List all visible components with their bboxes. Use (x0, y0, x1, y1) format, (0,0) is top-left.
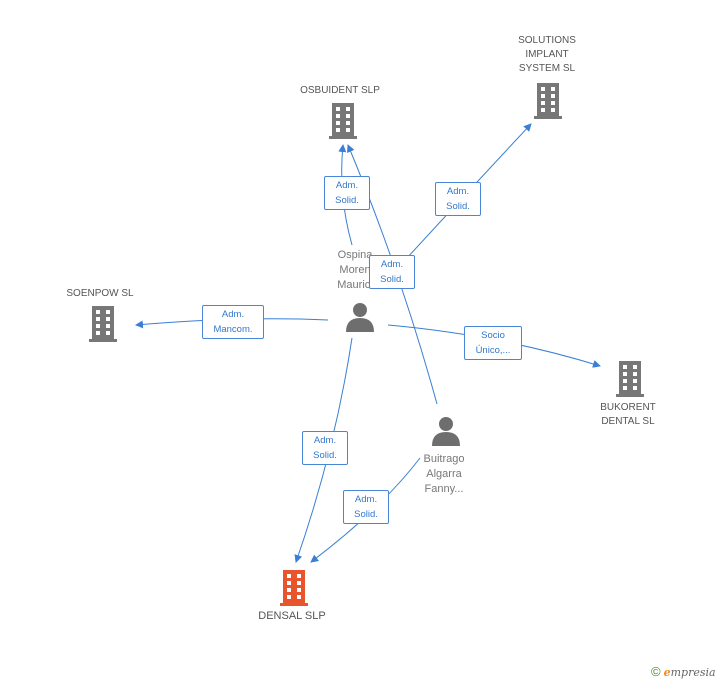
brand-logo: empresia (663, 666, 716, 679)
company-name-solutions[interactable]: SOLUTIONS IMPLANT SYSTEM SL (497, 34, 597, 76)
relation-label-line: Adm. (335, 180, 359, 191)
company-name-densal[interactable]: DENSAL SLP (258, 610, 326, 622)
relation-label-line: Mancom. (213, 324, 253, 335)
relation-label-line: Solid. (335, 195, 359, 206)
person-name-line: Algarra (426, 468, 462, 480)
person-name-ospina[interactable]: Ospina Moren Maurici (310, 248, 400, 293)
person-name-line: Buitrago (423, 453, 465, 465)
relation-label-line: Solid. (354, 509, 378, 520)
copyright-icon: © (651, 664, 661, 679)
footer-brand[interactable]: ©empresia (651, 664, 716, 679)
person-name-line: Moren (339, 264, 371, 276)
person-name-buitrago[interactable]: Buitrago Algarra Fanny... (399, 452, 489, 497)
building-icon[interactable] (615, 361, 645, 397)
relation-label-line: Solid. (380, 274, 404, 285)
company-name-line: SYSTEM SL (518, 63, 576, 74)
building-icon[interactable] (328, 103, 358, 139)
person-icon[interactable] (431, 416, 461, 446)
relation-label-ospina-bukorent[interactable]: Socio Único,... (464, 326, 522, 360)
company-name-bukorent[interactable]: BUKORENT DENTAL SL (578, 401, 678, 429)
relation-label-line: Adm. (380, 259, 404, 270)
relation-label-line: Adm. (446, 186, 470, 197)
relation-label-line: Adm. (313, 435, 337, 446)
relation-label-ospina-solutions[interactable]: Adm. Solid. (435, 182, 481, 216)
person-name-line: Ospina (337, 249, 373, 261)
person-name-line: Fanny... (424, 483, 464, 495)
building-icon-highlighted[interactable] (279, 570, 309, 606)
company-name-line: SOLUTIONS (518, 35, 576, 46)
relation-label-line: Único,... (475, 345, 511, 356)
relation-label-line: Solid. (313, 450, 337, 461)
company-name-line: IMPLANT (525, 49, 569, 60)
building-icon[interactable] (88, 306, 118, 342)
relation-label-line: Adm. (221, 309, 245, 320)
company-name-soenpow[interactable]: SOENPOW SL (66, 288, 134, 299)
person-name-line: Maurici (337, 279, 373, 291)
building-icon[interactable] (533, 83, 563, 119)
relation-label-line: Socio (481, 330, 505, 341)
relation-label-buitrago-osbuident[interactable]: Adm. Solid. (369, 255, 415, 289)
relation-label-ospina-osbuident[interactable]: Adm. Solid. (324, 176, 370, 210)
company-name-osbuident[interactable]: OSBUIDENT SLP (300, 85, 380, 96)
relation-label-ospina-soenpow[interactable]: Adm. Mancom. (202, 305, 264, 339)
person-icon[interactable] (345, 302, 375, 332)
company-name-line: DENTAL SL (601, 416, 655, 427)
relation-label-line: Adm. (354, 494, 378, 505)
company-name-line: BUKORENT (600, 402, 656, 413)
relation-label-line: Solid. (446, 201, 470, 212)
relation-label-ospina-densal[interactable]: Adm. Solid. (302, 431, 348, 465)
relation-label-buitrago-densal[interactable]: Adm. Solid. (343, 490, 389, 524)
